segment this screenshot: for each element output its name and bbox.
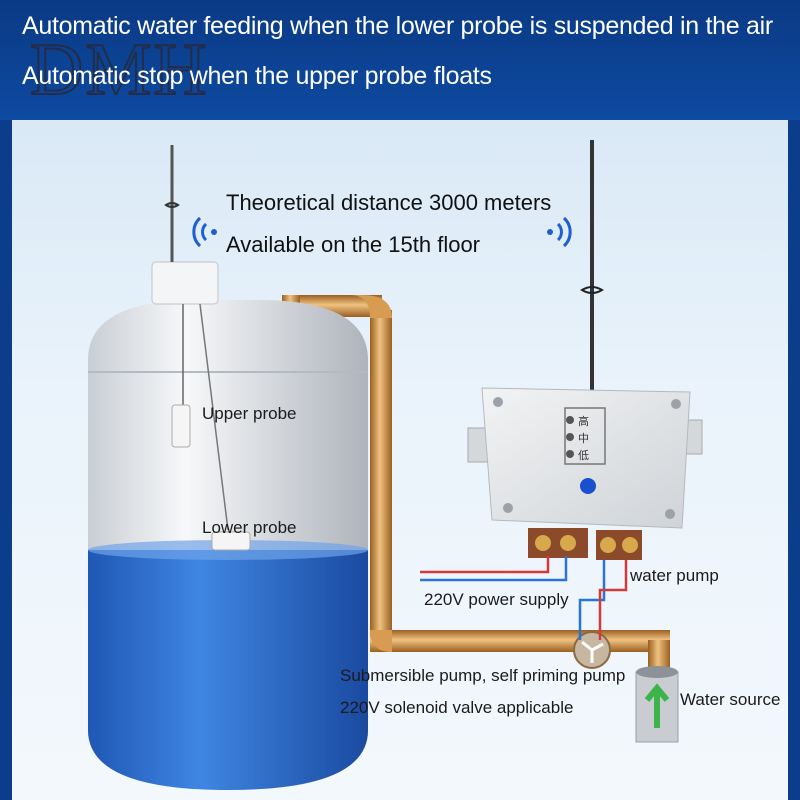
wifi-signal-icon <box>192 216 572 248</box>
pump-note: Submersible pump, self priming pump <box>340 666 626 685</box>
distance-label: Theoretical distance 3000 meters <box>226 190 552 215</box>
level-high: 高 <box>578 414 589 428</box>
upper-probe-label: Upper probe <box>202 404 297 423</box>
floor-label: Available on the 15th floor <box>226 232 480 257</box>
water-pump-label: water pump <box>630 566 719 585</box>
headline-feed: Automatic water feeding when the lower p… <box>22 12 773 40</box>
water-source-tank <box>635 666 679 743</box>
controller-antenna <box>580 140 604 392</box>
tank-sensor <box>151 145 251 551</box>
level-mid: 中 <box>578 432 589 445</box>
headline-stop: Automatic stop when the upper probe floa… <box>22 62 492 90</box>
level-low: 低 <box>578 449 589 462</box>
brand-logo: DMH <box>29 28 209 112</box>
controller-box <box>467 387 703 560</box>
header-banner: DMH Automatic water feeding when the low… <box>0 0 800 120</box>
solenoid-valve-icon <box>573 631 611 669</box>
lower-probe-label: Lower probe <box>202 518 297 537</box>
wiring <box>420 556 628 640</box>
power-supply-label: 220V power supply <box>424 590 569 609</box>
water-source-label: Water source <box>680 690 781 709</box>
valve-note: 220V solenoid valve applicable <box>340 698 574 717</box>
